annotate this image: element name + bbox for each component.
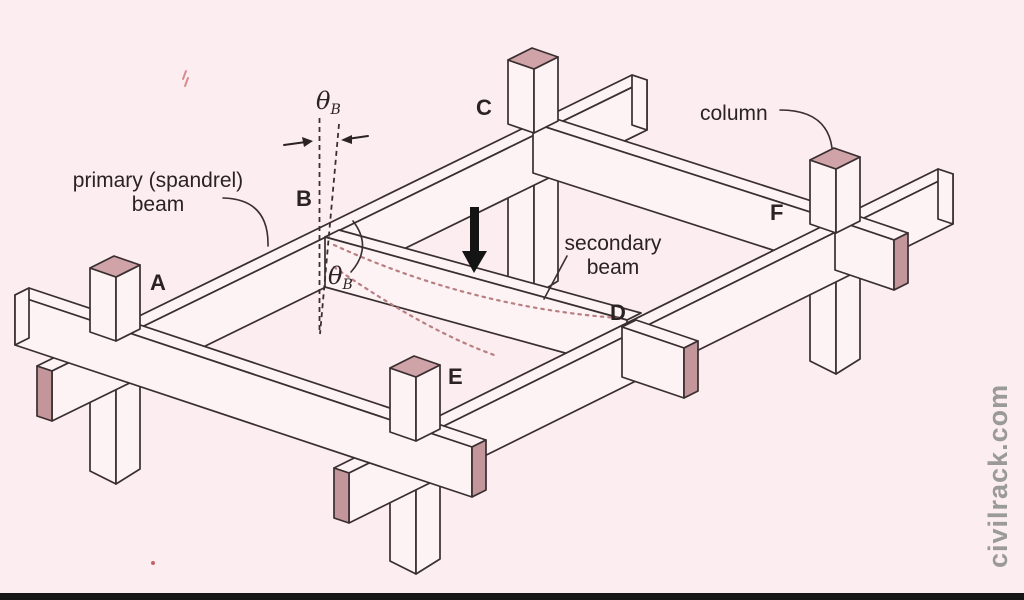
primary-beam-label-line2: beam <box>132 193 185 216</box>
column-c-top-face <box>507 47 559 70</box>
dimension-arrow-right-icon <box>341 135 369 144</box>
theta-b-label-lower: θB <box>328 262 353 293</box>
primary-beam-label-line1: primary (spandrel) <box>73 169 243 192</box>
theta-b-arc <box>350 220 364 273</box>
beam-stub-d <box>621 319 699 399</box>
secondary-beam-label-line2: beam <box>587 256 640 279</box>
joint-label-b: B <box>296 186 312 211</box>
column-a-above-floor <box>89 255 141 342</box>
column-leader <box>779 109 833 149</box>
diagram-labels: A B C D E F primary (spandrel) beam seco… <box>73 87 784 389</box>
column-f-top-face <box>809 147 861 170</box>
theta-b-label-top: θB <box>316 87 341 118</box>
column-f-above-floor <box>809 147 861 234</box>
beam-ef-cut-end-e <box>333 467 350 524</box>
joint-label-f: F <box>770 200 783 225</box>
beam-ac-cut-end-c <box>631 74 648 131</box>
dimension-arrow-left-icon <box>283 137 313 147</box>
rotated-tangent-dashed-line <box>319 123 340 335</box>
joint-label-d: D <box>610 300 626 325</box>
column-a-top-face <box>89 255 141 278</box>
column-e-top-face <box>389 355 441 378</box>
load-arrow-icon <box>462 207 487 273</box>
print-artifact-dot <box>151 561 155 565</box>
secondary-beam-leader <box>543 255 568 300</box>
beam-d-cut-end <box>683 340 699 399</box>
secondary-beam-label-line1: secondary <box>565 232 662 255</box>
beam-ae-cut-end-e <box>471 439 487 498</box>
beam-ef-cut-end-f <box>937 168 954 225</box>
column-label: column <box>700 102 768 125</box>
beam-ac-cut-end-a <box>36 365 53 422</box>
joint-label-a: A <box>150 270 166 295</box>
column-c-above-floor <box>507 47 559 134</box>
beam-f-cut-end <box>893 232 909 291</box>
deflection-curve-lower <box>332 265 499 358</box>
bottom-bar <box>0 593 1024 600</box>
joint-label-c: C <box>476 95 492 120</box>
primary-beam-leader <box>222 197 269 247</box>
column-e-above-floor <box>389 355 441 442</box>
deflection-curve-upper <box>332 243 620 320</box>
joint-label-e: E <box>448 364 463 389</box>
beam-ae-cut-end-nw <box>14 287 30 346</box>
watermark-text: civilrack.com <box>983 384 1013 568</box>
print-artifact-mark <box>182 70 189 87</box>
